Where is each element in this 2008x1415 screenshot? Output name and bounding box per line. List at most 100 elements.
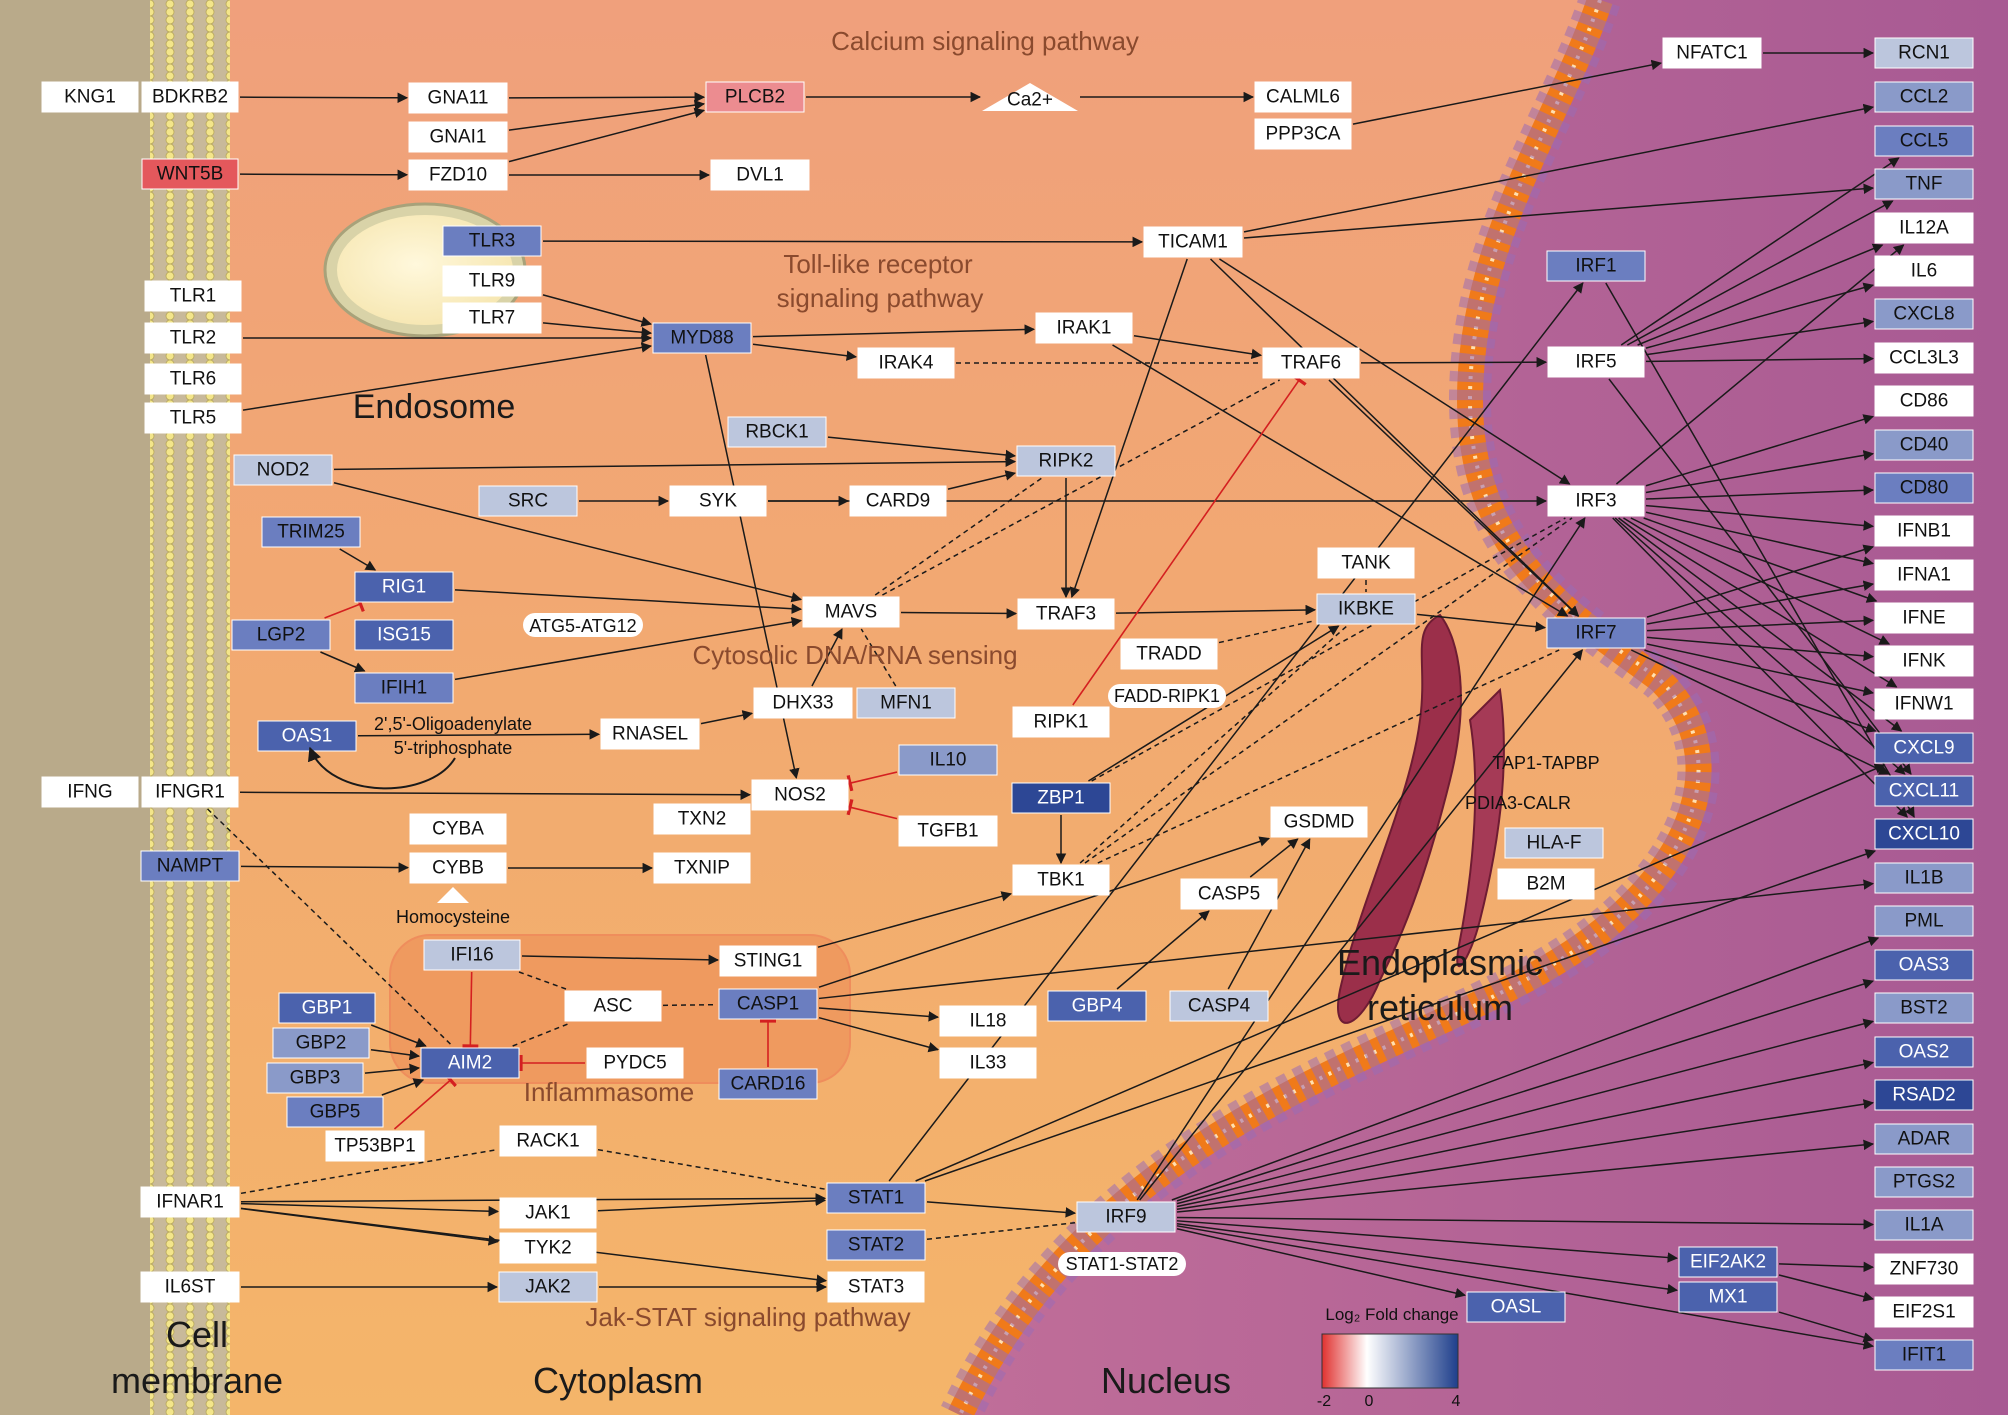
edge-myd88-irak4: [752, 343, 858, 361]
gene-node-ticam1: TICAM1: [1143, 226, 1243, 258]
gene-node-rcn1: RCN1: [1874, 37, 1974, 69]
gene-node-tgfb1: TGFB1: [898, 815, 998, 847]
edge-irf7-cxcl11: [1630, 649, 1890, 775]
node-label: TNF: [1906, 174, 1943, 195]
node-label: MYD88: [670, 328, 733, 349]
node-shape: [600, 718, 700, 750]
node-shape: [272, 1027, 370, 1059]
gene-node-gbp4: GBP4: [1047, 990, 1147, 1022]
gene-node-syk: SYK: [669, 485, 767, 517]
gene-node-gna11: GNA11: [408, 82, 508, 114]
node-shape: [1874, 342, 1974, 374]
gene-node-card16: CARD16: [718, 1068, 818, 1100]
edge-irf9-bst2: [1176, 1018, 1875, 1205]
gene-node-fzd10: FZD10: [408, 159, 508, 191]
node-label: IFNW1: [1894, 694, 1953, 715]
gene-node-cxcl10: CXCL10: [1874, 818, 1974, 850]
node-shape: [802, 596, 900, 628]
node-label: SRC: [508, 491, 548, 512]
node-shape: [1874, 1339, 1974, 1371]
gene-node-gbp3: GBP3: [266, 1062, 364, 1094]
node-shape: [1012, 864, 1110, 896]
node-label: CCL3L3: [1889, 348, 1959, 369]
gene-node-gbp5: GBP5: [286, 1096, 384, 1128]
gene-node-eif2s1: EIF2S1: [1874, 1296, 1974, 1328]
node-label: TRADD: [1136, 644, 1201, 665]
gene-node-plcb2: PLCB2: [705, 81, 805, 113]
node-label: TLR5: [170, 408, 216, 429]
gene-node-cxcl11: CXCL11: [1874, 775, 1974, 807]
node-label: IL18: [970, 1011, 1007, 1032]
node-label: CXCL10: [1888, 824, 1960, 845]
node-label: LGP2: [257, 625, 306, 646]
node-label: SYK: [699, 491, 737, 512]
cell-membrane: [150, 0, 230, 1415]
edge-il10-nos2: [846, 771, 898, 792]
node-label: TGFB1: [917, 821, 978, 842]
node-label: PML: [1904, 911, 1943, 932]
node-label: OAS1: [282, 726, 333, 747]
gene-node-aim2: AIM2: [420, 1047, 520, 1079]
node-shape: [499, 1125, 597, 1157]
node-label: IL10: [930, 750, 967, 771]
gene-node-tyk2: TYK2: [499, 1232, 597, 1264]
node-label: AIM2: [448, 1053, 492, 1074]
node-label: GBP5: [310, 1102, 361, 1123]
gene-node-cxcl9: CXCL9: [1874, 732, 1974, 764]
gene-node-isg15: ISG15: [354, 619, 454, 651]
edge-ticam1-tnf: [1243, 183, 1875, 239]
node-shape: [1546, 250, 1646, 282]
node-label: TRAF3: [1036, 604, 1096, 625]
gene-node-rnasel: RNASEL: [600, 718, 700, 750]
gene-node-tlr2: TLR2: [144, 322, 242, 354]
edge-irf5-tnf: [1626, 200, 1894, 346]
gene-node-ptgs2: PTGS2: [1874, 1166, 1974, 1198]
edge-casp1-gsdmd: [818, 836, 1270, 988]
node-shape: [1874, 168, 1974, 200]
gene-node-ifng: IFNG: [41, 776, 139, 808]
node-label: IFI16: [450, 945, 493, 966]
gene-node-myd88: MYD88: [652, 322, 752, 354]
node-shape: [1180, 878, 1278, 910]
gene-node-gnai1: GNAI1: [408, 121, 508, 153]
node-shape: [140, 1271, 240, 1303]
node-shape: [826, 1182, 926, 1214]
node-shape: [442, 265, 542, 297]
edge-ifngr1-aim2: [207, 808, 453, 1047]
edge-tlr9-myd88: [542, 294, 653, 327]
edge-wnt5b-fzd10: [239, 169, 409, 181]
gene-node-mavs: MAVS: [802, 596, 900, 628]
edge-irf9-ifit1: [1176, 1225, 1875, 1350]
gene-node-jak2: JAK2: [498, 1271, 598, 1303]
node-shape: [718, 988, 818, 1020]
edge-ifngr1-nos2: [239, 789, 752, 800]
node-shape: [1169, 990, 1269, 1022]
gene-node-stat2: STAT2: [826, 1229, 926, 1261]
edge-tbk1-irf7: [1097, 649, 1560, 864]
node-shape: [1270, 806, 1368, 838]
gene-node-oas2: OAS2: [1874, 1036, 1974, 1068]
node-shape: [1874, 1253, 1974, 1285]
edge-irak1-irf7: [1112, 344, 1569, 617]
node-label: ADAR: [1898, 1129, 1951, 1150]
node-label: IFNE: [1902, 608, 1945, 629]
edge-ticam1-ccl2: [1243, 103, 1875, 233]
edge-lgp2-ifih1: [320, 651, 366, 673]
node-label: CXCL11: [1889, 781, 1959, 802]
node-shape: [1317, 547, 1415, 579]
edge-ifih1-mavs: [454, 616, 803, 681]
gene-node-tp53bp1: TP53BP1: [325, 1130, 425, 1162]
gene-node-tradd: TRADD: [1120, 638, 1218, 670]
gene-node-traf3: TRAF3: [1017, 598, 1115, 630]
node-shape: [286, 1096, 384, 1128]
node-label: FZD10: [429, 165, 487, 186]
edge-irf5-il12a: [1637, 243, 1884, 346]
node-label: TLR2: [170, 328, 216, 349]
node-label: TLR7: [469, 308, 515, 329]
node-shape: [325, 1130, 425, 1162]
er-label-line1: Endoplasmic: [1337, 942, 1543, 983]
node-label: CCL2: [1900, 87, 1949, 108]
gene-node-oasl: OASL: [1466, 1291, 1566, 1323]
node-shape: [144, 280, 242, 312]
gene-node-tlr1: TLR1: [144, 280, 242, 312]
